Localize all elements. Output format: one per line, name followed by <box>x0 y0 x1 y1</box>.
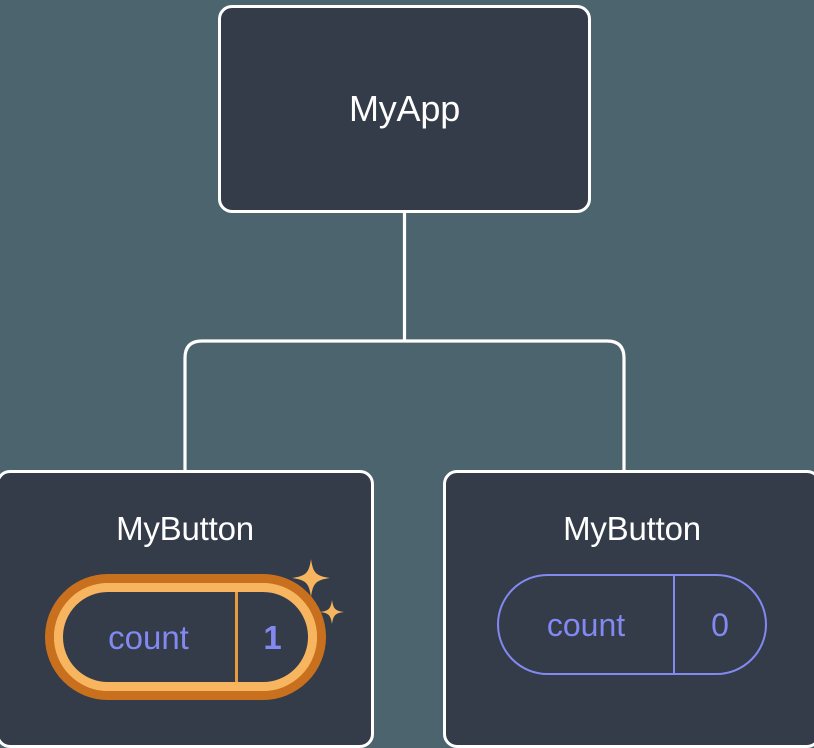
state-key-label: count <box>108 618 189 656</box>
node-mybutton-right-label: MyButton <box>563 510 701 547</box>
node-myapp[interactable]: MyApp <box>218 5 591 213</box>
node-myapp-label: MyApp <box>348 88 461 129</box>
node-mybutton-right[interactable]: MyButton count 0 <box>443 470 814 748</box>
state-pill-count-highlighted[interactable]: count 1 <box>44 574 326 700</box>
node-mybutton-left[interactable]: MyButton count 1 <box>0 470 374 748</box>
state-key-label: count <box>546 606 626 643</box>
state-pill-count[interactable]: count 0 <box>497 574 767 675</box>
state-pill-inner: count 1 <box>53 583 317 691</box>
state-area-right: count 0 <box>446 574 814 675</box>
state-area-left: count 1 <box>0 559 371 700</box>
node-mybutton-left-label: MyButton <box>116 510 254 547</box>
connector-branch-bus <box>183 339 626 470</box>
state-value-label: 0 <box>673 576 765 673</box>
state-value-label: 1 <box>234 592 308 682</box>
